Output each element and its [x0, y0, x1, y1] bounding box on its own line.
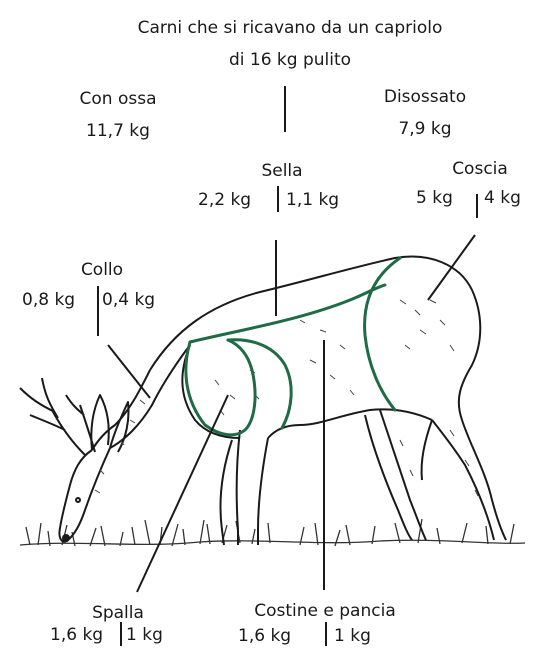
collo-value-divider	[97, 286, 99, 336]
cut-spalla-bone-in: 1,6 kg	[50, 625, 103, 645]
cut-costine-bone-in: 1,6 kg	[238, 626, 291, 646]
title-line-1: Carni che si ricavano da un capriolo	[138, 18, 443, 38]
sella-value-divider	[277, 186, 279, 212]
cut-name-spalla: Spalla	[92, 603, 144, 623]
cut-spalla-boneless: 1 kg	[126, 625, 163, 645]
leader-spalla	[137, 395, 228, 592]
fur-hatching	[95, 300, 478, 496]
cut-coscia-bone-in: 5 kg	[416, 188, 453, 208]
spalla-value-divider	[120, 622, 122, 646]
cut-collo-bone-in: 0,8 kg	[22, 290, 75, 310]
cut-collo-boneless: 0,4 kg	[102, 290, 155, 310]
cut-name-collo: Collo	[81, 260, 123, 280]
cut-sella-boneless: 1,1 kg	[286, 190, 339, 210]
leader-collo	[108, 345, 150, 398]
cut-name-coscia: Coscia	[452, 159, 508, 179]
cut-line-haunch	[365, 258, 400, 410]
legend-bone-in-label: Con ossa	[80, 89, 157, 109]
legend-boneless-label: Disossato	[384, 87, 466, 107]
cut-line-saddle	[190, 285, 385, 342]
cut-coscia-boneless: 4 kg	[484, 188, 521, 208]
deer-outline	[20, 257, 506, 545]
grass	[20, 519, 525, 546]
legend-boneless-value: 7,9 kg	[398, 119, 451, 139]
coscia-value-divider	[476, 194, 478, 218]
cut-name-costine: Costine e pancia	[254, 601, 396, 621]
cut-sella-bone-in: 2,2 kg	[198, 190, 251, 210]
title-line-2: di 16 kg pulito	[229, 50, 351, 70]
cut-line-shoulder-rear	[228, 340, 291, 428]
legend-bone-in-value: 11,7 kg	[86, 121, 150, 141]
cut-name-sella: Sella	[261, 161, 302, 181]
cut-costine-boneless: 1 kg	[334, 626, 371, 646]
costine-value-divider	[325, 622, 327, 646]
leader-coscia	[428, 235, 475, 300]
